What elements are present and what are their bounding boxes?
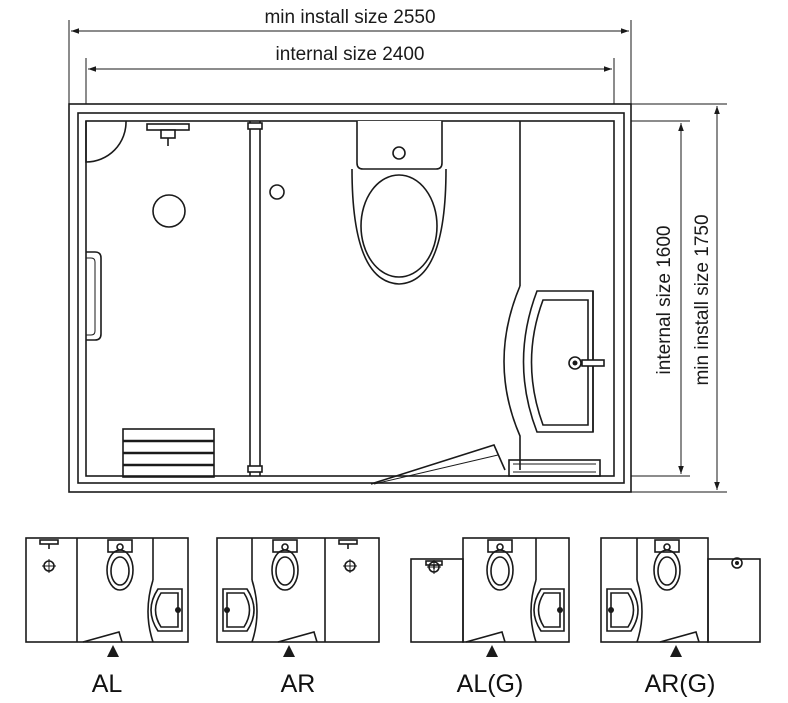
toilet-floor-drain-icon	[269, 184, 285, 200]
door-swing	[370, 444, 506, 485]
variant-ar-g: AR(G)	[600, 537, 761, 698]
dimension-lines: min install size 2550 internal size 2400…	[68, 7, 727, 493]
basin-zone	[503, 121, 605, 477]
door-icon	[277, 631, 318, 643]
door-icon	[465, 631, 506, 643]
toilet-icon	[653, 539, 681, 591]
drain-icon	[343, 559, 357, 573]
basin-icon	[606, 588, 639, 632]
outer-wall-outline	[68, 103, 632, 493]
toilet-icon	[271, 539, 299, 591]
shower-zone	[85, 120, 215, 478]
shower-mixer-icon	[39, 539, 59, 549]
towel-rail-icon	[122, 428, 215, 478]
min-install-width-label: min install size 2550	[264, 7, 435, 28]
variant-label: AR	[281, 670, 316, 698]
internal-room-outline	[85, 120, 615, 477]
main-floor-plan	[68, 103, 632, 493]
toilet-icon	[351, 121, 447, 285]
drain-icon	[731, 557, 743, 569]
door-icon	[659, 631, 700, 643]
basin-icon	[222, 588, 255, 632]
grab-bar-icon	[86, 251, 102, 341]
internal-width-label: internal size 2400	[276, 44, 425, 65]
shower-partition	[247, 121, 263, 476]
variant-label: AL(G)	[457, 670, 524, 698]
inner-wall-outline	[77, 112, 625, 484]
floor-drain-icon	[152, 194, 186, 228]
toilet-icon	[106, 539, 134, 591]
toilet-zone	[269, 121, 447, 285]
entrance-arrow-icon	[283, 645, 295, 657]
entrance-arrow-icon	[107, 645, 119, 657]
variant-al-g: AL(G)	[410, 537, 570, 698]
shower-mixer-icon	[338, 539, 358, 549]
entrance-arrow-icon	[486, 645, 498, 657]
min-install-depth-label: min install size 1750	[692, 214, 713, 385]
basin-icon	[150, 588, 183, 632]
cabinet-icon	[508, 459, 601, 477]
drain-icon	[427, 560, 441, 574]
internal-depth-label: internal size 1600	[654, 226, 675, 375]
variant-al: AL	[25, 537, 189, 698]
layout-variants: AL	[25, 537, 761, 698]
variant-ar: AR	[216, 537, 380, 698]
toilet-icon	[486, 539, 514, 591]
shower-mixer-icon	[146, 123, 190, 146]
variant-label: AL	[92, 670, 123, 698]
drain-icon	[42, 559, 56, 573]
basin-icon	[522, 290, 605, 433]
corner-shelf	[85, 120, 127, 163]
variant-label: AR(G)	[645, 670, 716, 698]
basin-icon	[533, 588, 565, 632]
door-icon	[82, 631, 123, 643]
entrance-arrow-icon	[670, 645, 682, 657]
